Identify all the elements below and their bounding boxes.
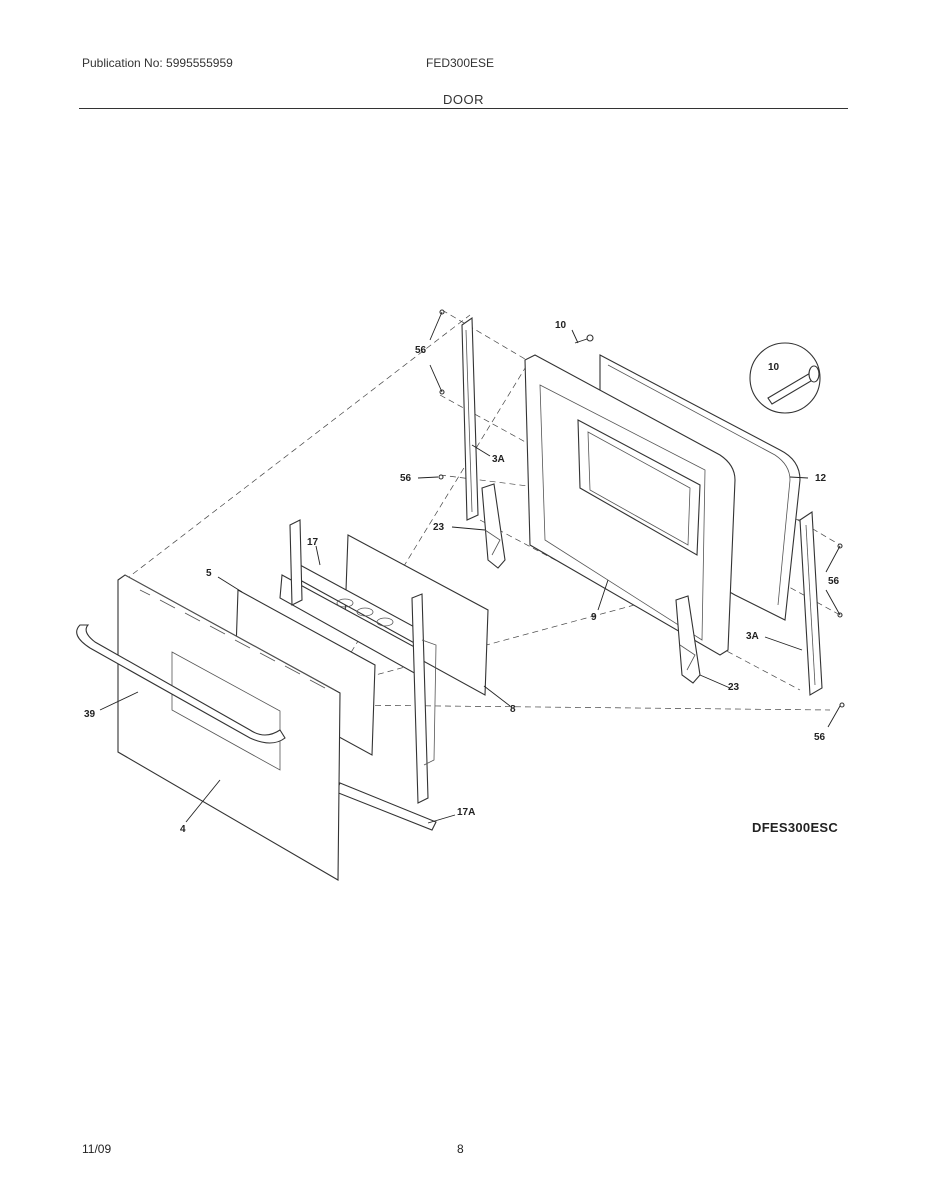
label-12: 12 bbox=[815, 473, 827, 484]
leader-lines bbox=[99, 311, 841, 824]
label-5: 5 bbox=[206, 568, 212, 579]
label-10: 10 bbox=[555, 320, 567, 331]
label-56: 56 bbox=[814, 732, 826, 743]
part-9-inner-door bbox=[524, 354, 736, 656]
model-number: FED300ESE bbox=[426, 56, 495, 70]
label-56: 56 bbox=[828, 576, 840, 587]
diagram-code: DFES300ESC bbox=[752, 820, 839, 835]
label-56: 56 bbox=[415, 345, 427, 356]
label-3a: 3A bbox=[746, 631, 759, 642]
part-4-outer-door bbox=[117, 574, 341, 881]
label-23: 23 bbox=[433, 522, 445, 533]
screws bbox=[438, 309, 845, 708]
part-3a-hinge-channel-left bbox=[461, 316, 479, 521]
footer-date: 11/09 bbox=[82, 1142, 112, 1156]
label-39: 39 bbox=[84, 709, 96, 720]
label-17a: 17A bbox=[457, 807, 475, 818]
part-10-inset-detail bbox=[749, 342, 821, 414]
part-23-hinge-bottom bbox=[675, 595, 701, 684]
publication-number: Publication No: 5995555959 bbox=[82, 56, 233, 70]
part-labels: 56 10 10 3A 56 12 23 17 5 56 9 3A 23 39 … bbox=[84, 320, 840, 835]
label-56: 56 bbox=[400, 473, 412, 484]
label-8: 8 bbox=[510, 704, 516, 715]
vent-slots bbox=[139, 589, 326, 689]
part-23-hinge-top bbox=[481, 483, 506, 569]
label-3a: 3A bbox=[492, 454, 505, 465]
label-10-inset: 10 bbox=[768, 362, 780, 373]
page-number: 8 bbox=[457, 1142, 464, 1156]
header-divider bbox=[79, 108, 848, 109]
label-9: 9 bbox=[591, 612, 597, 623]
section-title: DOOR bbox=[443, 92, 484, 107]
label-17: 17 bbox=[307, 537, 319, 548]
label-4: 4 bbox=[180, 824, 186, 835]
part-39-door-handle bbox=[76, 624, 286, 744]
label-23: 23 bbox=[728, 682, 740, 693]
part-17-glass-bracket bbox=[279, 519, 437, 804]
part-3a-hinge-channel-right bbox=[799, 511, 823, 696]
